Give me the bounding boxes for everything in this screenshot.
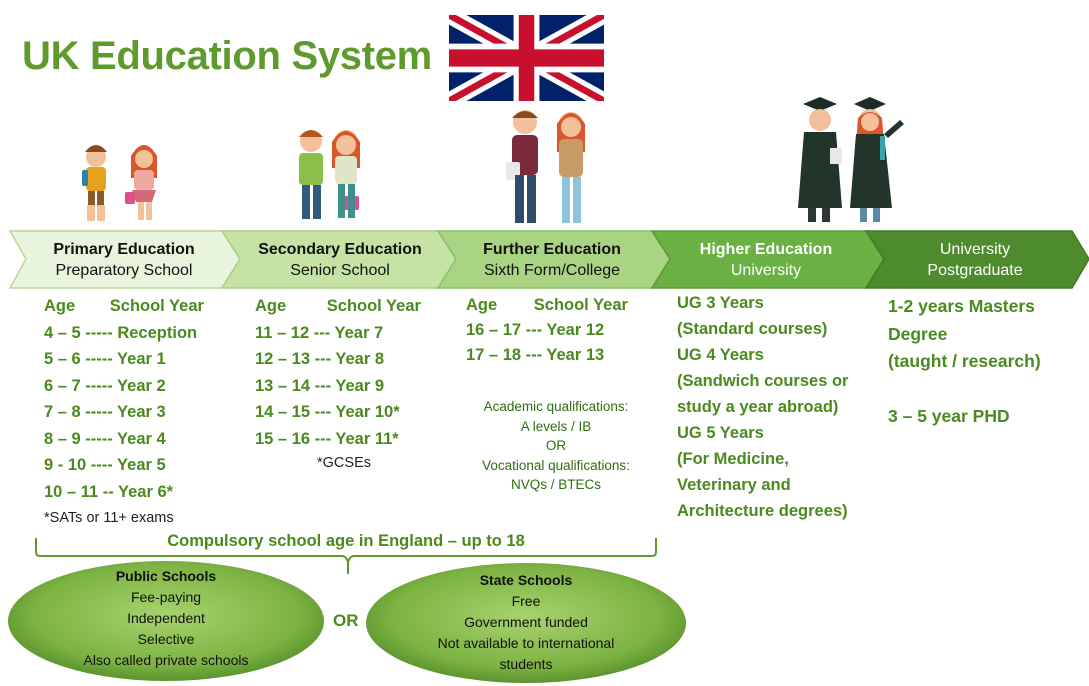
college-boy-figure [506,110,538,223]
state-schools-line: Government funded [464,614,588,630]
primary-header-age: Age [44,297,76,315]
primary-row: 8 – 9 ----- Year 4 [44,429,166,448]
state-schools-line: students [499,656,553,672]
primary-row: 6 – 7 ----- Year 2 [44,376,166,395]
stage-primary-name: Primary Education [53,241,195,258]
secondary-boy-figure [299,130,323,219]
public-schools-line: Independent [127,610,205,626]
further-header: Age School Year [466,293,628,318]
or-label: OR [333,611,359,630]
stage-secondary-name: Secondary Education [258,241,422,258]
secondary-header: Age School Year [255,293,421,320]
higher-line: study a year abroad) [677,398,839,416]
secondary-row: 11 – 12 --- Year 7 [255,323,384,342]
state-schools-line: Free [511,593,541,609]
primary-row: 5 – 6 ----- Year 1 [44,350,166,368]
qual-line: NVQs / BTECs [510,477,601,492]
postgrad-line: (taught / research) [888,351,1041,371]
further-row: 16 – 17 --- Year 12 [466,321,605,339]
qual-line: Vocational qualifications: [482,457,630,473]
secondary-girl-figure [332,130,360,218]
secondary-years: Age School Year 11 – 12 --- Year 7 12 – … [255,293,421,474]
state-schools-title: State Schools [479,572,573,588]
students-illustration [82,97,904,223]
state-schools: State Schools Free Government funded Not… [400,570,652,675]
primary-girl-figure [125,145,157,220]
public-schools: Public Schools Fee-paying Independent Se… [50,566,282,671]
postgrad-line: 1-2 years Masters [888,296,1035,316]
stage-higher-sub: University [730,262,802,279]
secondary-note: *GCSEs [317,455,371,471]
stage-postgrad-name: University [939,241,1011,258]
primary-row: 7 – 8 ----- Year 3 [44,403,166,421]
compulsory-label: Compulsory school age in England – up to… [167,532,525,550]
primary-row: 4 – 5 ----- Reception [44,323,198,342]
compulsory-bracket [35,538,657,574]
public-schools-ellipse [8,561,324,681]
postgrad-line: 3 – 5 year PHD [888,405,1010,426]
primary-years: Age School Year 4 – 5 ----- Reception 5 … [44,293,204,532]
stage-arrows [8,230,1089,289]
primary-note: *SATs or 11+ exams [44,510,174,526]
higher-details: UG 3 Years (Standard courses) UG 4 Years… [677,290,848,524]
secondary-header-year: School Year [326,297,421,315]
higher-line: UG 5 Years [677,424,764,442]
state-schools-ellipse [366,563,686,683]
stage-postgrad-sub: Postgraduate [927,262,1023,279]
postgrad-spacer [888,376,1041,403]
stage-secondary-sub: Senior School [290,262,390,279]
stage-higher: Higher Education University [668,239,864,281]
stage-further-sub: Sixth Form/College [483,262,621,279]
stage-arrow-postgrad [864,230,1089,289]
higher-line: UG 4 Years [677,346,764,364]
stage-primary: Primary Education Preparatory School [24,239,224,281]
secondary-row: 12 – 13 --- Year 8 [255,350,385,368]
primary-row: 9 - 10 ---- Year 5 [44,456,166,474]
higher-line: Architecture degrees) [677,502,848,520]
secondary-row: 13 – 14 --- Year 9 [255,376,385,395]
graduate-woman-figure [850,97,904,222]
stage-secondary: Secondary Education Senior School [238,239,442,281]
public-schools-line: Also called private schools [83,652,249,668]
further-header-year: School Year [533,296,628,314]
further-row: 17 – 18 --- Year 13 [466,346,605,364]
higher-line: (For Medicine, [677,450,789,468]
college-girl-figure [557,112,585,223]
graduate-man-figure [798,97,842,222]
further-qualifications: Academic qualifications: A levels / IB O… [456,397,656,495]
public-schools-title: Public Schools [115,568,217,584]
stage-postgrad: University Postgraduate [882,239,1068,281]
school-types [8,561,686,683]
qual-line: Academic qualifications: [483,399,629,414]
stage-further: Further Education Sixth Form/College [454,239,650,281]
further-years: Age School Year 16 – 17 --- Year 12 17 –… [466,293,628,368]
public-schools-line: Fee-paying [130,589,202,605]
further-header-age: Age [466,296,498,314]
primary-header-year: School Year [109,297,204,315]
higher-line: (Sandwich courses or [677,372,849,390]
state-schools-line: Not available to international [437,635,615,651]
higher-line: (Standard courses) [677,320,828,338]
secondary-header-age: Age [255,297,287,315]
higher-line: Veterinary and [677,476,791,494]
qual-line: OR [545,438,567,453]
postgrad-line: Degree [888,323,948,344]
stage-further-name: Further Education [483,241,621,258]
page-title: UK Education System [22,34,432,78]
stage-primary-sub: Preparatory School [55,262,193,279]
secondary-row: 14 – 15 --- Year 10* [255,403,400,421]
postgrad-details: 1-2 years Masters Degree (taught / resea… [888,293,1041,430]
primary-boy-figure [82,145,107,221]
primary-header: Age School Year [44,293,204,320]
uk-flag-icon [449,15,604,101]
public-schools-line: Selective [137,631,195,647]
stage-higher-name: Higher Education [699,241,833,258]
secondary-row: 15 – 16 --- Year 11* [255,429,399,448]
primary-row: 10 – 11 -- Year 6* [44,482,174,501]
qual-line: A levels / IB [520,418,592,434]
higher-line: UG 3 Years [677,294,764,312]
